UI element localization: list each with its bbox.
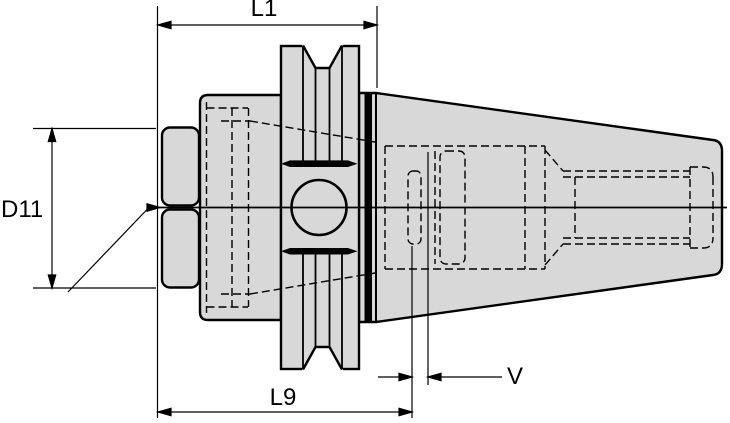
dim-d11-leader-arrow — [146, 203, 163, 212]
dim-l9-arrow-right — [398, 407, 415, 417]
dim-v-label: V — [507, 363, 523, 390]
dim-d11-arrow-bottom — [47, 274, 57, 291]
hex-nut-flat-top — [160, 126, 201, 207]
flange-band-bottom — [281, 248, 358, 255]
hex-nut-flat-bottom — [160, 208, 201, 289]
dim-d11-arrow-top — [47, 126, 57, 143]
dim-l9-label: L9 — [270, 384, 297, 411]
v-groove-silhouette-lines — [302, 47, 343, 368]
flange-band-top — [281, 160, 358, 167]
dim-v — [378, 152, 502, 385]
v-groove-notch-bottom-outline — [301, 345, 344, 371]
dim-l9 — [155, 246, 415, 418]
dim-l1-arrow-right — [363, 20, 380, 30]
dim-v-arrow-right — [425, 372, 442, 382]
dim-l1-arrow-left — [155, 20, 172, 30]
dim-v-arrow-left — [398, 372, 415, 382]
dim-l9-arrow-left — [155, 407, 172, 417]
v-groove-notch-top-outline — [301, 44, 344, 70]
dim-d11 — [33, 126, 163, 293]
dim-d11-leader — [67, 208, 149, 293]
dim-l1-label: L1 — [251, 0, 278, 22]
dim-l1 — [155, 6, 380, 88]
dimensions — [33, 6, 502, 418]
dim-d11-label: D11 — [1, 196, 43, 223]
